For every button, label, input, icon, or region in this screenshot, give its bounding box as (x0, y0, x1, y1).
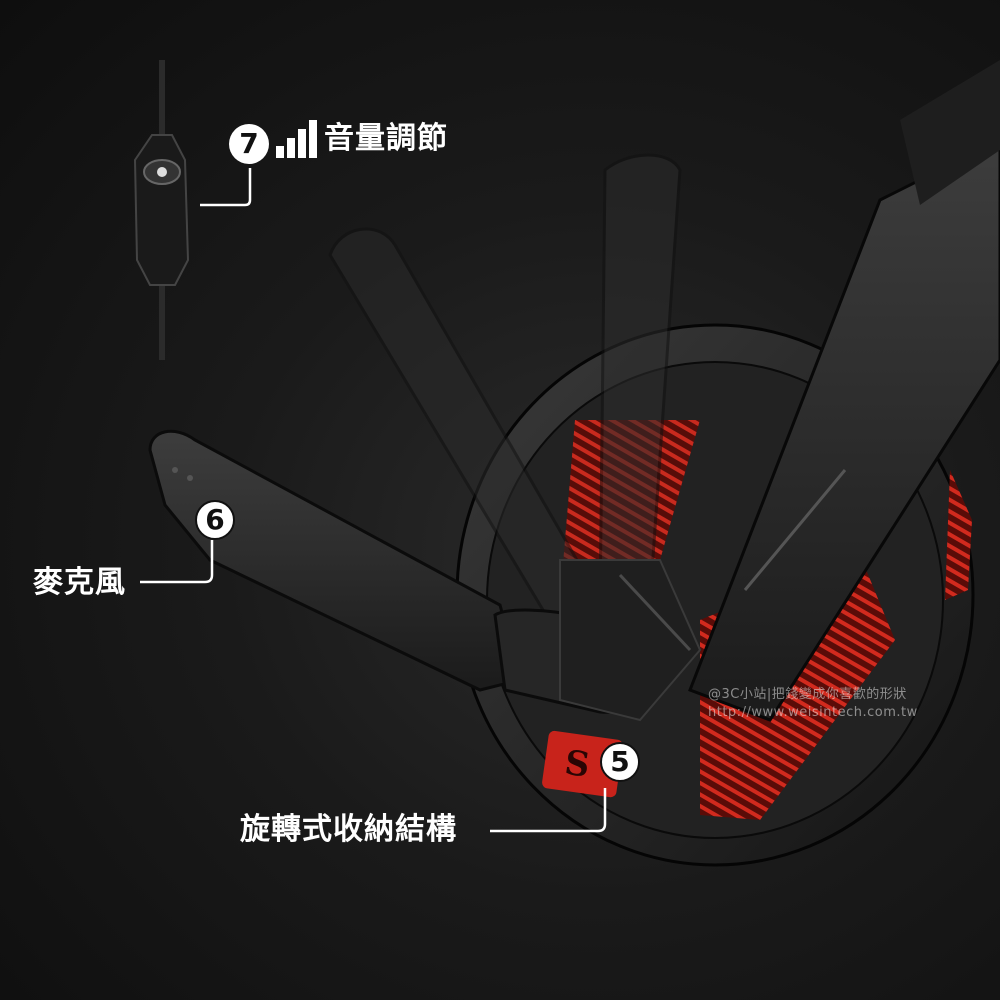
volume-control-cable (133, 60, 190, 360)
signal-bars-icon (276, 120, 318, 158)
volume-callout-number: 7 (229, 124, 269, 164)
fold-callout-number: 5 (600, 742, 640, 782)
watermark-line-2: http://www.weisintech.com.tw (708, 705, 918, 720)
mic-arm-ghost-positions (328, 153, 682, 633)
mic-callout-label: 麥克風 (33, 565, 126, 600)
headband (688, 60, 1000, 722)
mic-callout-number: 6 (195, 500, 235, 540)
pivot-hub (559, 559, 702, 722)
callout-lines (140, 168, 607, 833)
volume-callout-label: 音量調節 (324, 121, 448, 156)
watermark-line-1: @3C小站|把錢變成你喜歡的形狀 (708, 687, 907, 702)
watermark: @3C小站|把錢變成你喜歡的形狀 http://www.weisintech.c… (708, 686, 918, 722)
svg-text:S: S (562, 743, 592, 786)
brand-logo-patch: S (542, 730, 623, 798)
fold-callout-label: 旋轉式收納結構 (240, 812, 457, 847)
